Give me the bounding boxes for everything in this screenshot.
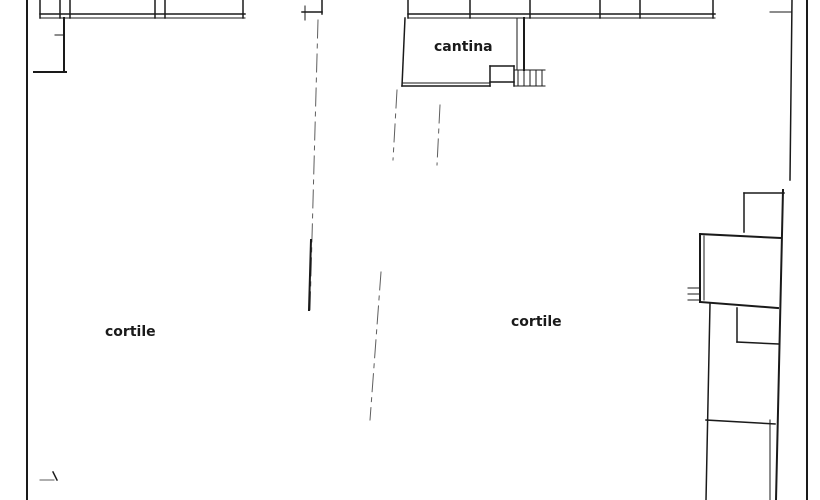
room-label-cantina: cantina — [434, 39, 493, 55]
room-label-cortile-left: cortile — [105, 324, 156, 340]
building-top-left — [33, 0, 323, 73]
room-label-cortile-right: cortile — [511, 314, 562, 330]
dividing-lines — [39, 19, 441, 481]
wall-segment-bottom-left — [51, 470, 59, 482]
wall-segment-mid — [307, 238, 313, 312]
building-right — [687, 188, 785, 500]
outer-boundary — [26, 0, 808, 500]
building-cantina — [401, 0, 793, 87]
